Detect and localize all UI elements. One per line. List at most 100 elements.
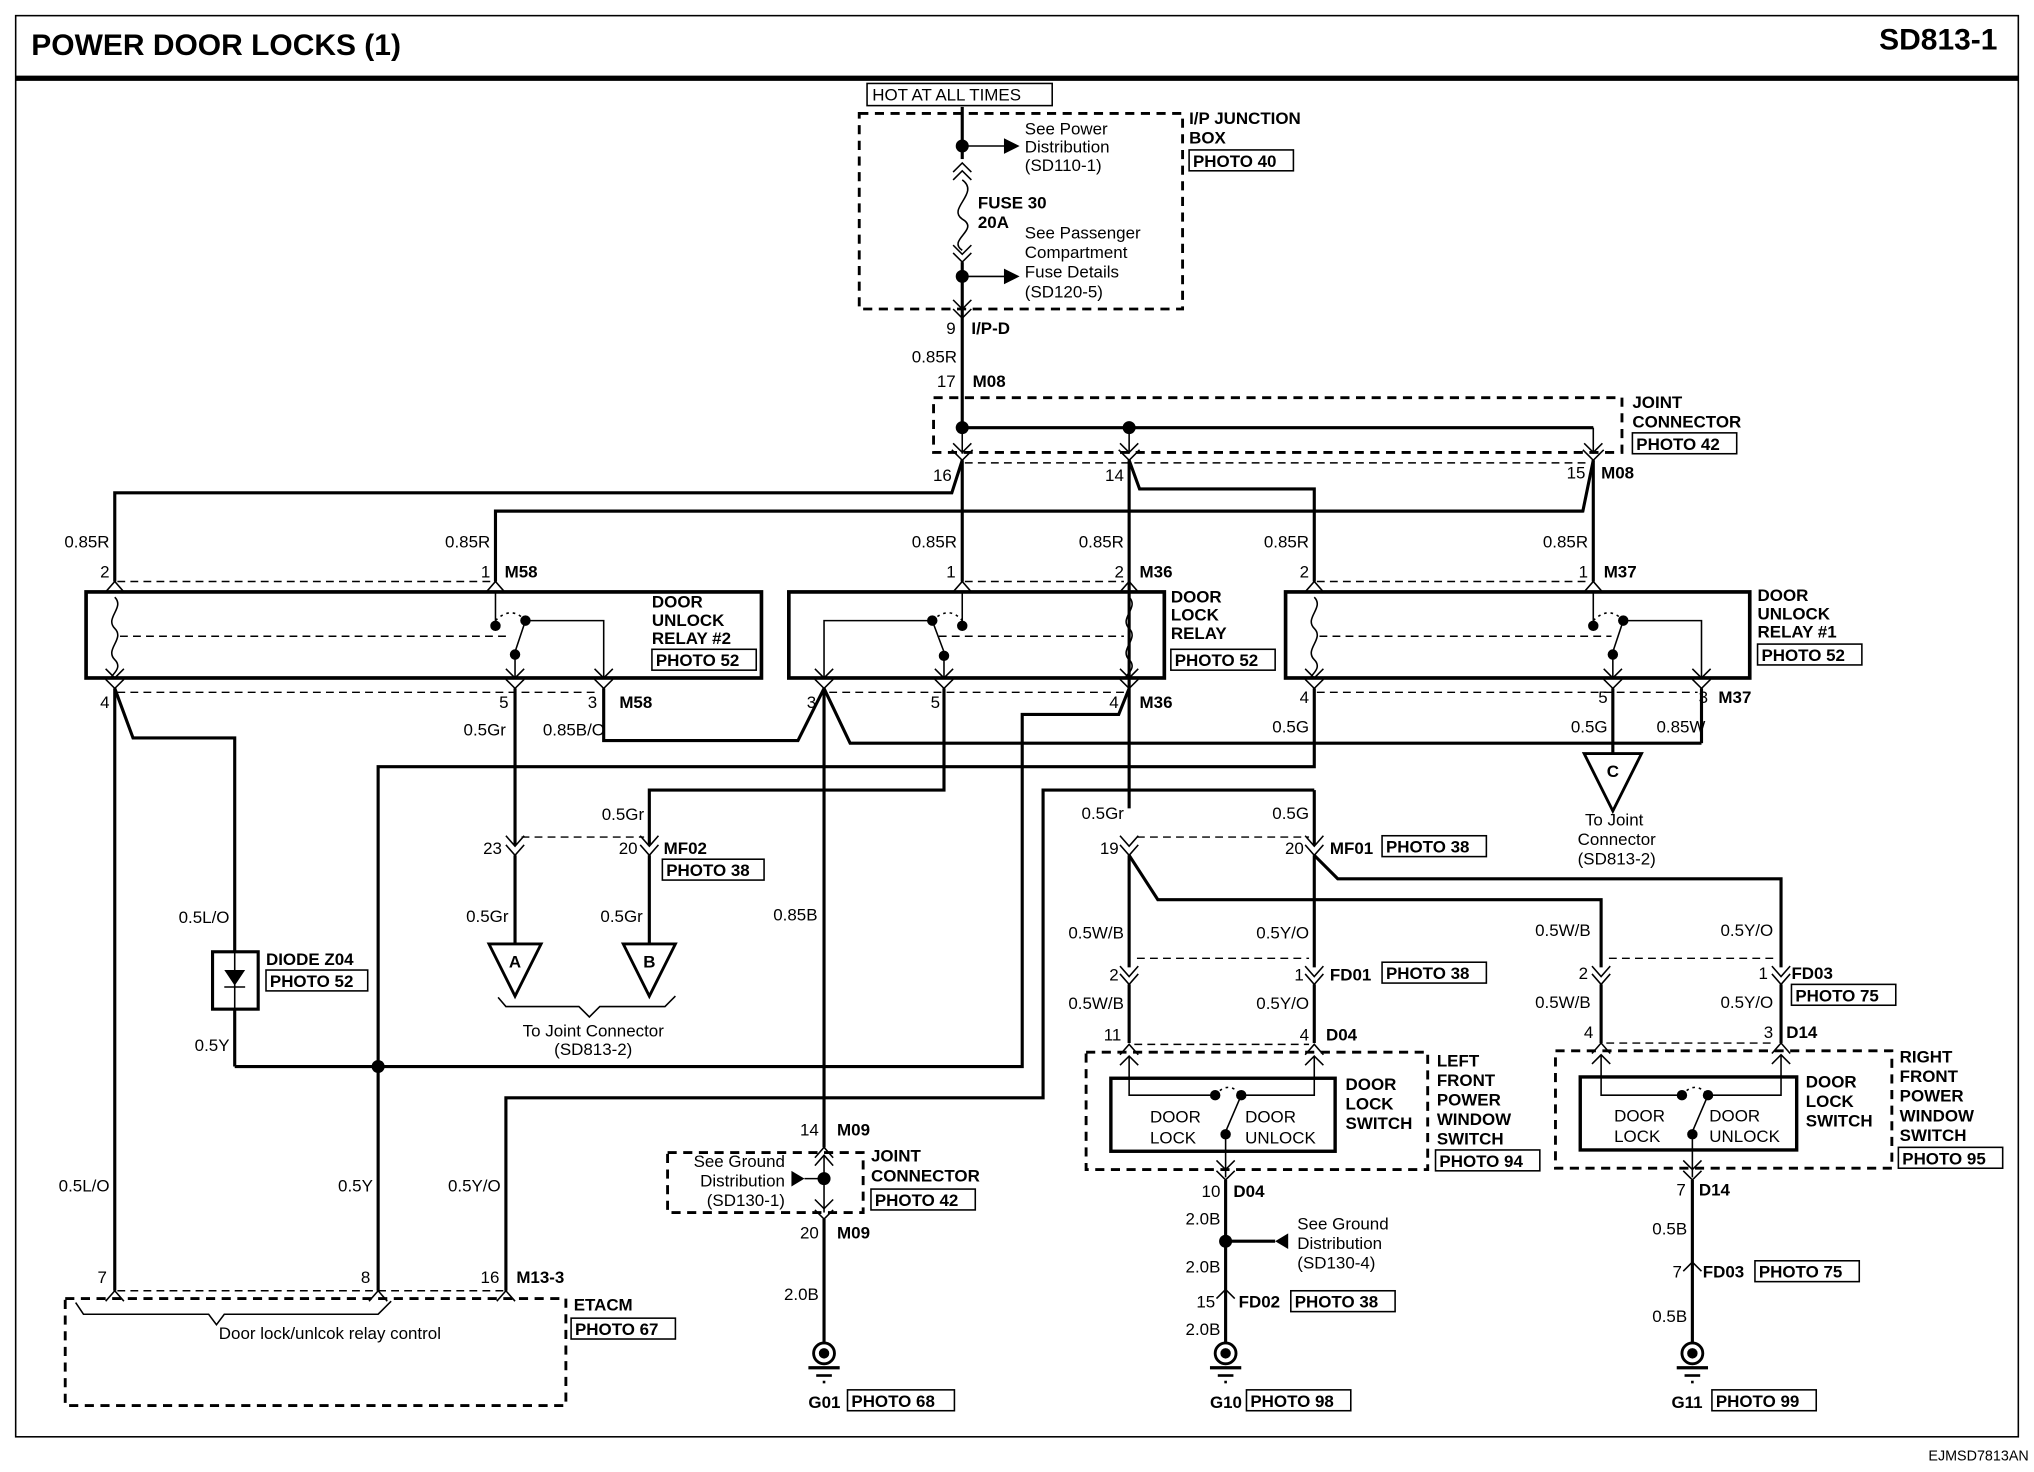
diode-z04: 0.5L/O DIODE Z04 PHOTO 52 0.5Y xyxy=(179,908,369,1055)
switch-label: LOCK xyxy=(1806,1092,1855,1111)
wire-label: 0.5G xyxy=(1272,804,1309,823)
connector-id: M36 xyxy=(1140,693,1173,712)
pin-number: 7 xyxy=(1673,1263,1682,1282)
photo-ref[interactable]: PHOTO 75 xyxy=(1795,986,1878,1005)
photo-ref[interactable]: PHOTO 38 xyxy=(666,861,749,880)
wire-label: 0.5Y xyxy=(195,1036,230,1055)
pin-number: 2 xyxy=(100,563,109,582)
photo-ref[interactable]: PHOTO 38 xyxy=(1295,1293,1378,1312)
connector-id: D04 xyxy=(1326,1025,1358,1044)
connector-a[interactable] xyxy=(486,942,544,1000)
photo-ref[interactable]: PHOTO 99 xyxy=(1716,1392,1799,1411)
label: CONNECTOR xyxy=(871,1166,980,1185)
wire-label: 0.85R xyxy=(912,347,957,366)
photo-ref[interactable]: PHOTO 38 xyxy=(1386,838,1469,857)
ref-text: See Ground xyxy=(1297,1214,1388,1233)
ref-text: (SD813-2) xyxy=(1578,849,1656,868)
photo-ref[interactable]: PHOTO 67 xyxy=(575,1320,658,1339)
hot-at-all-times-label: HOT AT ALL TIMES xyxy=(872,85,1021,104)
fuse-name: FUSE 30 xyxy=(978,194,1047,213)
photo-ref[interactable]: PHOTO 68 xyxy=(851,1392,934,1411)
ref-text: (SD120-5) xyxy=(1025,282,1103,301)
relay-coil-icon xyxy=(1125,596,1133,679)
switch-label: LOCK xyxy=(1346,1095,1395,1114)
pin-number: 5 xyxy=(1598,688,1607,707)
connector-id: M58 xyxy=(505,563,538,582)
pin-number: 1 xyxy=(946,563,955,582)
photo-ref[interactable]: PHOTO 42 xyxy=(875,1191,958,1210)
photo-ref[interactable]: PHOTO 38 xyxy=(1386,964,1469,983)
left-front-power-window-switch: 0.5W/B 0.5Y/O 2 1 FD01 PHOTO 38 0.5W/B 0… xyxy=(1068,924,1541,1412)
switch-position-label: LOCK xyxy=(1150,1128,1197,1147)
pin-number: 17 xyxy=(937,372,956,391)
label: JOINT xyxy=(871,1147,922,1166)
module-function: Door lock/unlcok relay control xyxy=(219,1324,441,1343)
wire-label: 0.5Y/O xyxy=(1720,993,1773,1012)
wire-label: 0.5Gr xyxy=(600,907,643,926)
component-name: FRONT xyxy=(1437,1071,1496,1090)
ref-text: Distribution xyxy=(1025,138,1110,157)
pin-number: 1 xyxy=(1759,964,1768,983)
switch-position-label: DOOR xyxy=(1245,1108,1296,1127)
arrow-icon xyxy=(1003,138,1020,154)
pin-number: 3 xyxy=(807,693,816,712)
wire-label: 0.85B xyxy=(773,905,817,924)
joint-connector-m08: JOINT CONNECTOR PHOTO 42 16 14 15 M08 xyxy=(932,393,1741,485)
connector-id: FD03 xyxy=(1703,1263,1744,1282)
photo-ref[interactable]: PHOTO 52 xyxy=(656,651,739,670)
connector-letter: B xyxy=(643,952,655,971)
pin-number: 14 xyxy=(1105,466,1124,485)
ref-text: Fuse Details xyxy=(1025,263,1119,282)
component-name: RIGHT xyxy=(1900,1048,1953,1067)
pin-number: 7 xyxy=(1676,1181,1685,1200)
photo-ref[interactable]: PHOTO 52 xyxy=(1175,651,1258,670)
power-feed-wires xyxy=(113,459,1595,809)
component-name: WINDOW xyxy=(1437,1110,1511,1129)
switch-label: SWITCH xyxy=(1806,1111,1873,1130)
wire-label: 0.5Gr xyxy=(1082,804,1125,823)
wire-label: 0.5Gr xyxy=(466,907,509,926)
photo-ref[interactable]: PHOTO 42 xyxy=(1636,435,1719,454)
pin-number: 19 xyxy=(1100,839,1119,858)
relay-label: RELAY #2 xyxy=(652,629,731,648)
joint-connector-c-ref[interactable]: C To Joint Connector (SD813-2) xyxy=(1578,752,1657,869)
pin-number: 10 xyxy=(1202,1182,1221,1201)
ref-text: (SD110-1) xyxy=(1025,156,1102,175)
connector-b[interactable] xyxy=(620,942,678,1000)
page-frame xyxy=(14,14,2020,1438)
photo-ref[interactable]: PHOTO 52 xyxy=(1761,646,1844,665)
photo-ref[interactable]: PHOTO 52 xyxy=(270,972,353,991)
component-name: WINDOW xyxy=(1900,1106,1974,1125)
photo-ref[interactable]: PHOTO 95 xyxy=(1902,1149,1985,1168)
wire-label: 0.5G xyxy=(1571,718,1608,737)
switch-position-label: DOOR xyxy=(1709,1106,1760,1125)
pin-number: 2 xyxy=(1300,563,1309,582)
diode-icon xyxy=(224,970,246,986)
wire-label: 0.85R xyxy=(445,533,490,552)
etacm-module: 0.5L/O 0.5Y 0.5Y/O 7 8 16 M13-3 Door loc… xyxy=(59,1177,677,1407)
photo-ref[interactable]: PHOTO 94 xyxy=(1439,1152,1523,1171)
relay-label: RELAY #1 xyxy=(1758,623,1837,642)
junction-box-label-2: BOX xyxy=(1189,128,1226,147)
pin-number: 20 xyxy=(1285,839,1304,858)
connector-id: D14 xyxy=(1699,1181,1731,1200)
wire-label: 0.5Gr xyxy=(464,720,507,739)
ground-id: G01 xyxy=(808,1393,840,1412)
connector-letter: C xyxy=(1607,762,1619,781)
connector-id: M37 xyxy=(1718,688,1751,707)
pin-number: 1 xyxy=(1579,563,1588,582)
switch-position-label: UNLOCK xyxy=(1709,1127,1780,1146)
diagram-code: EJMSD7813AN xyxy=(1928,1448,2028,1464)
ref-text: To Joint Connector xyxy=(523,1022,665,1041)
pin-number: 3 xyxy=(588,693,597,712)
connector-id: D14 xyxy=(1786,1023,1818,1042)
photo-ref[interactable]: PHOTO 75 xyxy=(1759,1263,1842,1282)
connector-letter: A xyxy=(509,952,521,971)
switch-label: DOOR xyxy=(1806,1072,1857,1091)
photo-ref[interactable]: PHOTO 40 xyxy=(1193,152,1276,171)
photo-ref[interactable]: PHOTO 98 xyxy=(1250,1392,1333,1411)
pin-number: 4 xyxy=(1109,693,1118,712)
ref-text: Connector xyxy=(1578,830,1657,849)
relay-label: LOCK xyxy=(1171,606,1220,625)
pin-number: 15 xyxy=(1567,463,1586,482)
